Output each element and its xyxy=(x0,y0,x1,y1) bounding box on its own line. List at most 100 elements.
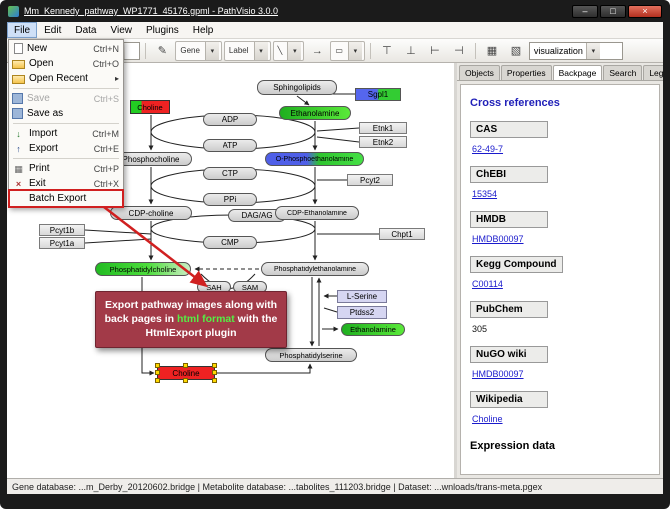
pathway-node-etnk2[interactable]: Etnk2 xyxy=(359,136,407,148)
menu-data[interactable]: Data xyxy=(68,22,103,38)
file-menu-item-open[interactable]: OpenCtrl+O xyxy=(10,56,122,71)
node-label: CTP xyxy=(222,169,238,178)
pathway-node-phosphatidylcholine[interactable]: Phosphatidylcholine xyxy=(95,262,191,276)
selection-handle[interactable] xyxy=(155,378,160,383)
pathway-node-sphingolipids[interactable]: Sphingolipids xyxy=(257,80,337,95)
node-label: Phosphatidylserine xyxy=(279,351,342,360)
pathway-node-cmp[interactable]: CMP xyxy=(203,236,257,249)
backpage-link-nugo-wiki[interactable]: HMDB00097 xyxy=(472,369,650,379)
file-menu-item-open-recent[interactable]: Open Recent▸ xyxy=(10,71,122,86)
file-menu-item-print[interactable]: ▦PrintCtrl+P xyxy=(10,161,122,176)
backpage-sections: CAS62-49-7ChEBI15354HMDBHMDB00097Kegg Co… xyxy=(470,121,650,424)
pathway-node-adp[interactable]: ADP xyxy=(203,113,257,126)
file-menu-item-batch-export[interactable]: Batch Export xyxy=(10,191,122,206)
pathway-node-l-serine[interactable]: L-Serine xyxy=(337,290,387,303)
tab-objects[interactable]: Objects xyxy=(459,65,500,80)
pathway-node-sgpl1[interactable]: Sgpl1 xyxy=(355,88,401,101)
gene-product-tool-button[interactable]: Gene▾ xyxy=(175,41,222,61)
menu-item-label: Batch Export xyxy=(29,193,113,204)
close-button[interactable]: × xyxy=(628,5,662,18)
selection-handle[interactable] xyxy=(212,370,217,375)
file-menu-item-new[interactable]: NewCtrl+N xyxy=(10,41,122,56)
chevron-down-icon[interactable]: ▾ xyxy=(287,42,301,60)
pathway-node-ptdss2[interactable]: Ptdss2 xyxy=(337,306,387,319)
selection-handle[interactable] xyxy=(155,363,160,368)
pathway-node-pcyt2[interactable]: Pcyt2 xyxy=(347,174,393,186)
arrow-icon: → xyxy=(312,45,323,57)
pathway-node-phosphatidylserine[interactable]: Phosphatidylserine xyxy=(265,348,357,362)
tab-legend[interactable]: Legend xyxy=(643,65,663,80)
pathway-node-cdp-choline[interactable]: CDP-choline xyxy=(110,206,192,220)
menu-edit[interactable]: Edit xyxy=(37,22,68,38)
backpage-link-chebi[interactable]: 15354 xyxy=(472,189,650,199)
pathway-node-ethanolamine-top[interactable]: Ethanolamine xyxy=(279,106,351,120)
align-right-button[interactable]: ⊣ xyxy=(448,41,470,61)
align-bottom-button[interactable]: ⊥ xyxy=(400,41,422,61)
line-tool-button[interactable]: ╲▾ xyxy=(273,41,305,61)
backpage-link-hmdb[interactable]: HMDB00097 xyxy=(472,234,650,244)
pathway-node-chpt1[interactable]: Chpt1 xyxy=(379,228,425,240)
shape-tool-button[interactable]: ▭▾ xyxy=(330,41,365,61)
backpage-link-kegg-compound[interactable]: C00114 xyxy=(472,279,650,289)
menu-item-shortcut: Ctrl+P xyxy=(94,164,119,174)
distribute-vertical-button[interactable]: ▧ xyxy=(505,41,527,61)
menu-item-shortcut: Ctrl+N xyxy=(93,44,119,54)
pathway-node-ethanolamine-bottom[interactable]: Ethanolamine xyxy=(341,323,405,336)
selection-handle[interactable] xyxy=(155,370,160,375)
pathway-node-cdp-ethanolamine[interactable]: CDP-Ethanolamine xyxy=(275,206,359,220)
selection-handle[interactable] xyxy=(212,378,217,383)
distribute-horizontal-button[interactable]: ▦ xyxy=(481,41,503,61)
file-menu-item-export[interactable]: ↑ExportCtrl+E xyxy=(10,141,122,156)
tab-backpage[interactable]: Backpage xyxy=(553,65,603,80)
select-tool-button[interactable]: ✎ xyxy=(151,41,173,61)
chevron-down-icon[interactable]: ▾ xyxy=(586,43,600,59)
menu-plugins[interactable]: Plugins xyxy=(139,22,186,38)
chevron-down-icon[interactable]: ▾ xyxy=(205,42,219,60)
menu-separator xyxy=(13,123,119,124)
open-recent-icon xyxy=(12,75,25,84)
maximize-button[interactable]: □ xyxy=(600,5,626,18)
align-top-button[interactable]: ⊤ xyxy=(376,41,398,61)
menu-help[interactable]: Help xyxy=(186,22,221,38)
selection-handle[interactable] xyxy=(212,363,217,368)
selection-handle[interactable] xyxy=(183,363,188,368)
backpage-link-wikipedia[interactable]: Choline xyxy=(472,414,650,424)
tab-properties[interactable]: Properties xyxy=(501,65,552,80)
file-menu-item-exit[interactable]: ×ExitCtrl+X xyxy=(10,176,122,191)
pathway-node-pcyt1a[interactable]: Pcyt1a xyxy=(39,237,85,249)
title-bar[interactable]: Mm_Kennedy_pathway_WP1771_45176.gpml - P… xyxy=(0,0,670,22)
selection-handle[interactable] xyxy=(183,378,188,383)
pathway-node-etnk1[interactable]: Etnk1 xyxy=(359,122,407,134)
node-label: O-Phosphoethanolamine xyxy=(276,156,353,163)
node-label: Ethanolamine xyxy=(291,109,340,118)
tab-search[interactable]: Search xyxy=(603,65,642,80)
label-tool-button[interactable]: Label▾ xyxy=(224,41,271,61)
menu-file[interactable]: File xyxy=(7,22,37,38)
pathway-node-pcyt1b[interactable]: Pcyt1b xyxy=(39,224,85,236)
minimize-button[interactable]: – xyxy=(572,5,598,18)
menu-view[interactable]: View xyxy=(103,22,139,38)
align-left-icon: ⊢ xyxy=(430,44,440,57)
cross-references-title: Cross references xyxy=(470,97,650,109)
chevron-down-icon[interactable]: ▾ xyxy=(348,42,362,60)
node-label: Ethanolamine xyxy=(350,325,396,334)
menu-item-label: Exit xyxy=(29,178,88,189)
backpage-link-cas[interactable]: 62-49-7 xyxy=(472,144,650,154)
pathway-node-ppi[interactable]: PPi xyxy=(203,193,257,206)
visualization-combobox[interactable]: visualization ▾ xyxy=(529,42,623,60)
align-left-button[interactable]: ⊢ xyxy=(424,41,446,61)
pathway-node-o-phosphoethanolamine[interactable]: O-Phosphoethanolamine xyxy=(265,152,364,166)
chevron-down-icon[interactable]: ▾ xyxy=(254,42,268,60)
file-menu-item-save-as[interactable]: Save as xyxy=(10,106,122,121)
pathway-node-choline-top[interactable]: Choline xyxy=(130,100,170,114)
pathway-node-ctp[interactable]: CTP xyxy=(203,167,257,180)
pathway-node-choline-bottom[interactable]: Choline xyxy=(157,366,215,380)
pathway-node-atp[interactable]: ATP xyxy=(203,139,257,152)
backpage-header-pubchem: PubChem xyxy=(470,301,548,318)
arrow-tool-button[interactable]: → xyxy=(306,41,328,61)
file-menu-item-save[interactable]: SaveCtrl+S xyxy=(10,91,122,106)
file-menu-item-import[interactable]: ↓ImportCtrl+M xyxy=(10,126,122,141)
pathway-node-phosphatidylethanolamine[interactable]: Phosphatidylethanolamine xyxy=(261,262,369,276)
backpage-header-cas: CAS xyxy=(470,121,548,138)
node-label: Etnk1 xyxy=(373,124,393,133)
